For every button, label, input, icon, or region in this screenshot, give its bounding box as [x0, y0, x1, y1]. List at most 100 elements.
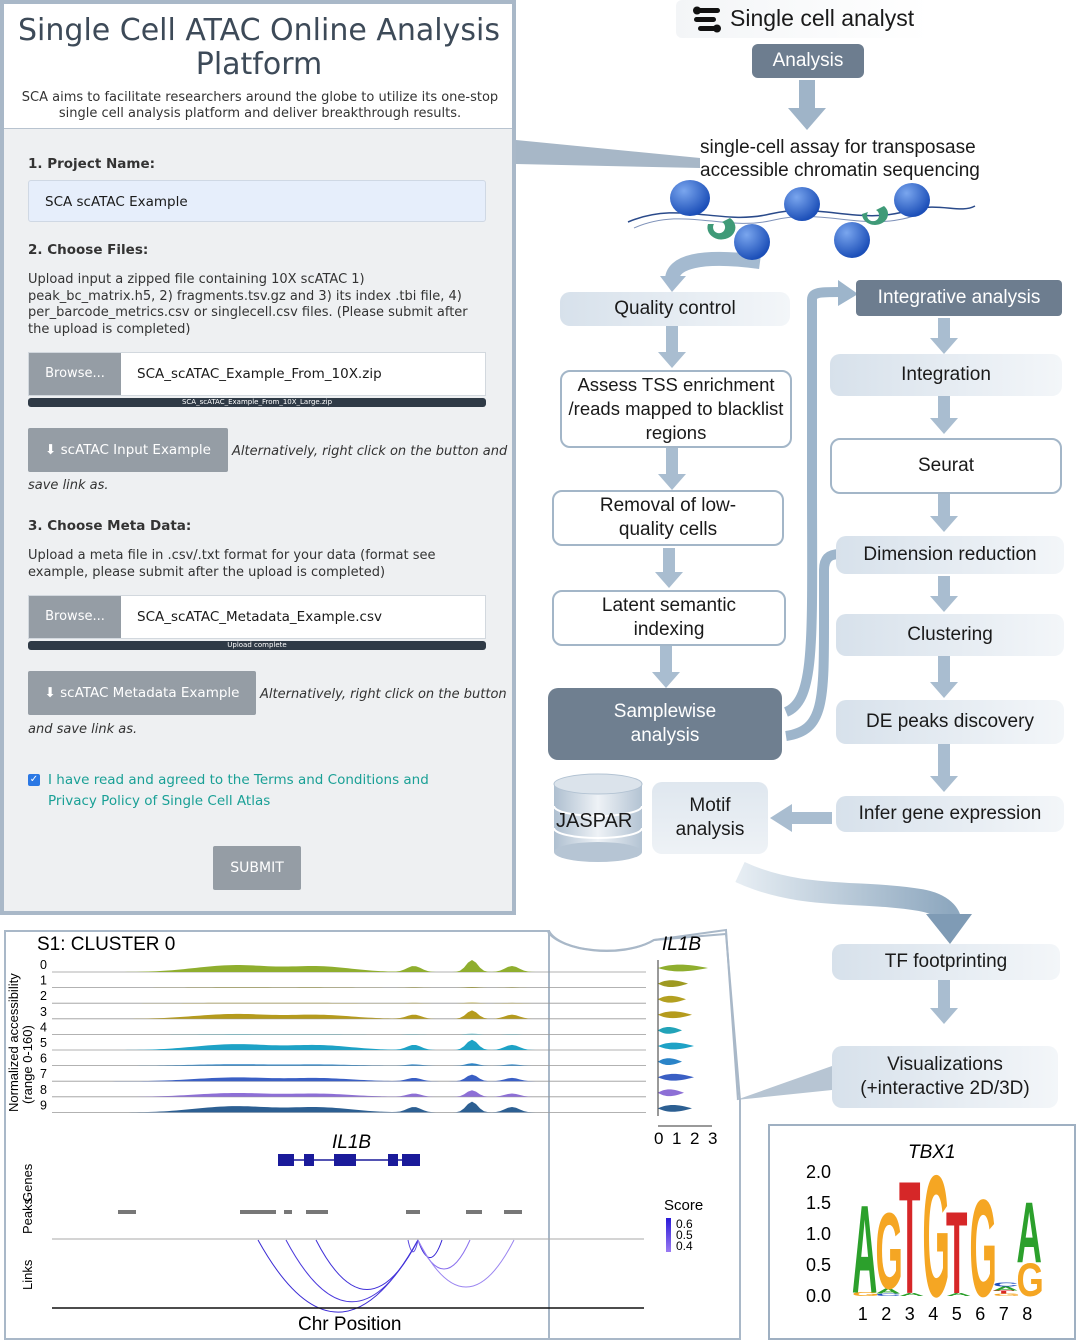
- upload-progress-bar-2: Upload complete: [28, 641, 486, 650]
- arrow-to-tf: [735, 861, 961, 923]
- metadata-example-label: scATAC Metadata Example: [60, 685, 240, 701]
- cluster-label: 1: [40, 974, 47, 988]
- browse-button-2[interactable]: Browse...: [29, 596, 121, 638]
- meta-alt-text-2: and save link as.: [28, 722, 138, 737]
- nucleosome-icon: [670, 180, 930, 260]
- terms-link[interactable]: I have read and agreed to the Terms and …: [48, 772, 429, 809]
- link-arc: [315, 1239, 419, 1291]
- file-name-1: SCA_scATAC_Example_From_10X.zip: [137, 366, 382, 382]
- cluster-label: 2: [40, 989, 47, 1003]
- peak-regions: [118, 1210, 522, 1214]
- logo-letter: A: [946, 1292, 971, 1297]
- input-example-label: scATAC Input Example: [60, 442, 211, 458]
- tf-footprinting-node[interactable]: TF footprinting: [832, 944, 1060, 980]
- cluster-label: 4: [40, 1020, 47, 1034]
- form-header: Single Cell ATAC Online Analysis Platfor…: [4, 4, 512, 129]
- file-name-2: SCA_scATAC_Metadata_Example.csv: [137, 609, 382, 625]
- tracks-ylabel-2: (range 0-160): [20, 1025, 35, 1104]
- logo-y-tick: 1.0: [806, 1224, 831, 1244]
- assay-description: single-cell assay for transposase access…: [700, 136, 980, 182]
- violin: [658, 1058, 682, 1065]
- motif-logo-title: TBX1: [908, 1142, 956, 1163]
- arrow-to-qc: [665, 251, 761, 281]
- clustering-node[interactable]: Clustering: [836, 614, 1064, 656]
- violin: [658, 980, 688, 987]
- integrative-node[interactable]: Integrative analysis: [856, 280, 1062, 316]
- removal-node[interactable]: Removal of low-quality cells: [552, 490, 784, 546]
- logo-letter: T: [946, 1189, 967, 1319]
- submit-button[interactable]: SUBMIT: [213, 846, 301, 890]
- violin: [658, 995, 686, 1003]
- tracks-title: S1: CLUSTER 0: [37, 934, 175, 955]
- score-tick-1: 0.5: [676, 1228, 693, 1242]
- file-upload-input-2[interactable]: Browse... SCA_scATAC_Metadata_Example.cs…: [28, 595, 486, 639]
- project-name-input[interactable]: SCA scATAC Example: [28, 180, 486, 222]
- metadata-example-button[interactable]: ⬇ scATAC Metadata Example: [28, 671, 256, 715]
- cluster-label: 0: [40, 958, 47, 972]
- input-alt-text-1: Alternatively, right click on the button…: [232, 444, 508, 459]
- samplewise-node[interactable]: Samplewise analysis: [548, 688, 782, 760]
- right-column-arrows: [930, 318, 958, 1024]
- chromatin-illustration: [670, 180, 930, 260]
- integration-node[interactable]: Integration: [830, 354, 1062, 396]
- link-arc: [407, 1239, 419, 1253]
- logo-y-axis: 2.01.51.00.50.0: [806, 1162, 831, 1306]
- violin-gene-label: IL1B: [662, 934, 701, 955]
- tracks-ylabel-1: Normalized accessibility: [6, 973, 21, 1112]
- infer-gene-node[interactable]: Infer gene expression: [836, 796, 1064, 832]
- coverage-area: [52, 1074, 646, 1082]
- score-legend-title: Score: [664, 1197, 703, 1214]
- logo-x-tick: 5: [952, 1304, 962, 1324]
- form-connector: [516, 140, 700, 168]
- seurat-node[interactable]: Seurat: [830, 438, 1062, 494]
- motif-analysis-node[interactable]: Motif analysis: [652, 782, 768, 854]
- logo-letter: T: [993, 1290, 1014, 1295]
- dimension-reduction-node[interactable]: Dimension reduction: [836, 536, 1064, 574]
- peak-region: [504, 1210, 522, 1214]
- links-label: Links: [20, 1259, 35, 1290]
- logo-y-tick: 2.0: [806, 1162, 831, 1182]
- peak-region: [406, 1210, 420, 1214]
- logo-letter: C: [876, 1293, 901, 1297]
- coverage-area: [52, 960, 646, 972]
- transposase-icon: [707, 206, 888, 240]
- choose-meta-label: 3. Choose Meta Data:: [28, 518, 192, 534]
- lsi-node[interactable]: Latent semantic indexing: [552, 590, 786, 646]
- cluster-label: 3: [40, 1005, 47, 1019]
- violin: [658, 1027, 682, 1034]
- app-name: Single cell analyst: [730, 5, 915, 31]
- file-upload-input-1[interactable]: Browse... SCA_scATAC_Example_From_10X.zi…: [28, 352, 486, 396]
- analysis-node[interactable]: Analysis: [752, 44, 864, 78]
- de-peaks-node[interactable]: DE peaks discovery: [836, 700, 1064, 744]
- arrow-to-dimension: [785, 549, 841, 741]
- score-tick-0: 0.6: [676, 1217, 693, 1231]
- logo-y-tick: 0.5: [806, 1255, 831, 1275]
- gene-model: [278, 1154, 420, 1166]
- jaspar-label: JASPAR: [556, 810, 633, 832]
- upload-progress-bar-1: SCA_scATAC_Example_From_10X_Large.zip: [28, 398, 486, 407]
- vis-line-2: (+interactive 2D/3D): [860, 1078, 1030, 1099]
- peak-region: [240, 1210, 276, 1214]
- input-example-button[interactable]: ⬇ scATAC Input Example: [28, 428, 228, 472]
- violin-tick: 3: [708, 1129, 717, 1148]
- assay-line-2: accessible chromatin sequencing: [700, 160, 980, 181]
- quality-control-node[interactable]: Quality control: [560, 292, 790, 326]
- tracks-xlabel: Chr Position: [298, 1314, 402, 1335]
- arrow-analysis-down: [788, 80, 826, 130]
- violin-plots: [657, 960, 708, 1116]
- meta-alt-text-1: Alternatively, right click on the button: [260, 687, 507, 702]
- visualizations-node[interactable]: Visualizations (+interactive 2D/3D): [832, 1046, 1058, 1108]
- coverage-area: [52, 1002, 646, 1004]
- browse-button-1[interactable]: Browse...: [29, 353, 121, 395]
- violin: [658, 1042, 694, 1050]
- cluster-label: 6: [40, 1052, 47, 1066]
- tss-node[interactable]: Assess TSS enrichment /reads mapped to b…: [560, 370, 792, 448]
- terms-checkbox[interactable]: ✓: [28, 774, 40, 786]
- upload-form-panel: Single Cell ATAC Online Analysis Platfor…: [0, 0, 516, 915]
- logo-y-tick: 1.5: [806, 1193, 831, 1213]
